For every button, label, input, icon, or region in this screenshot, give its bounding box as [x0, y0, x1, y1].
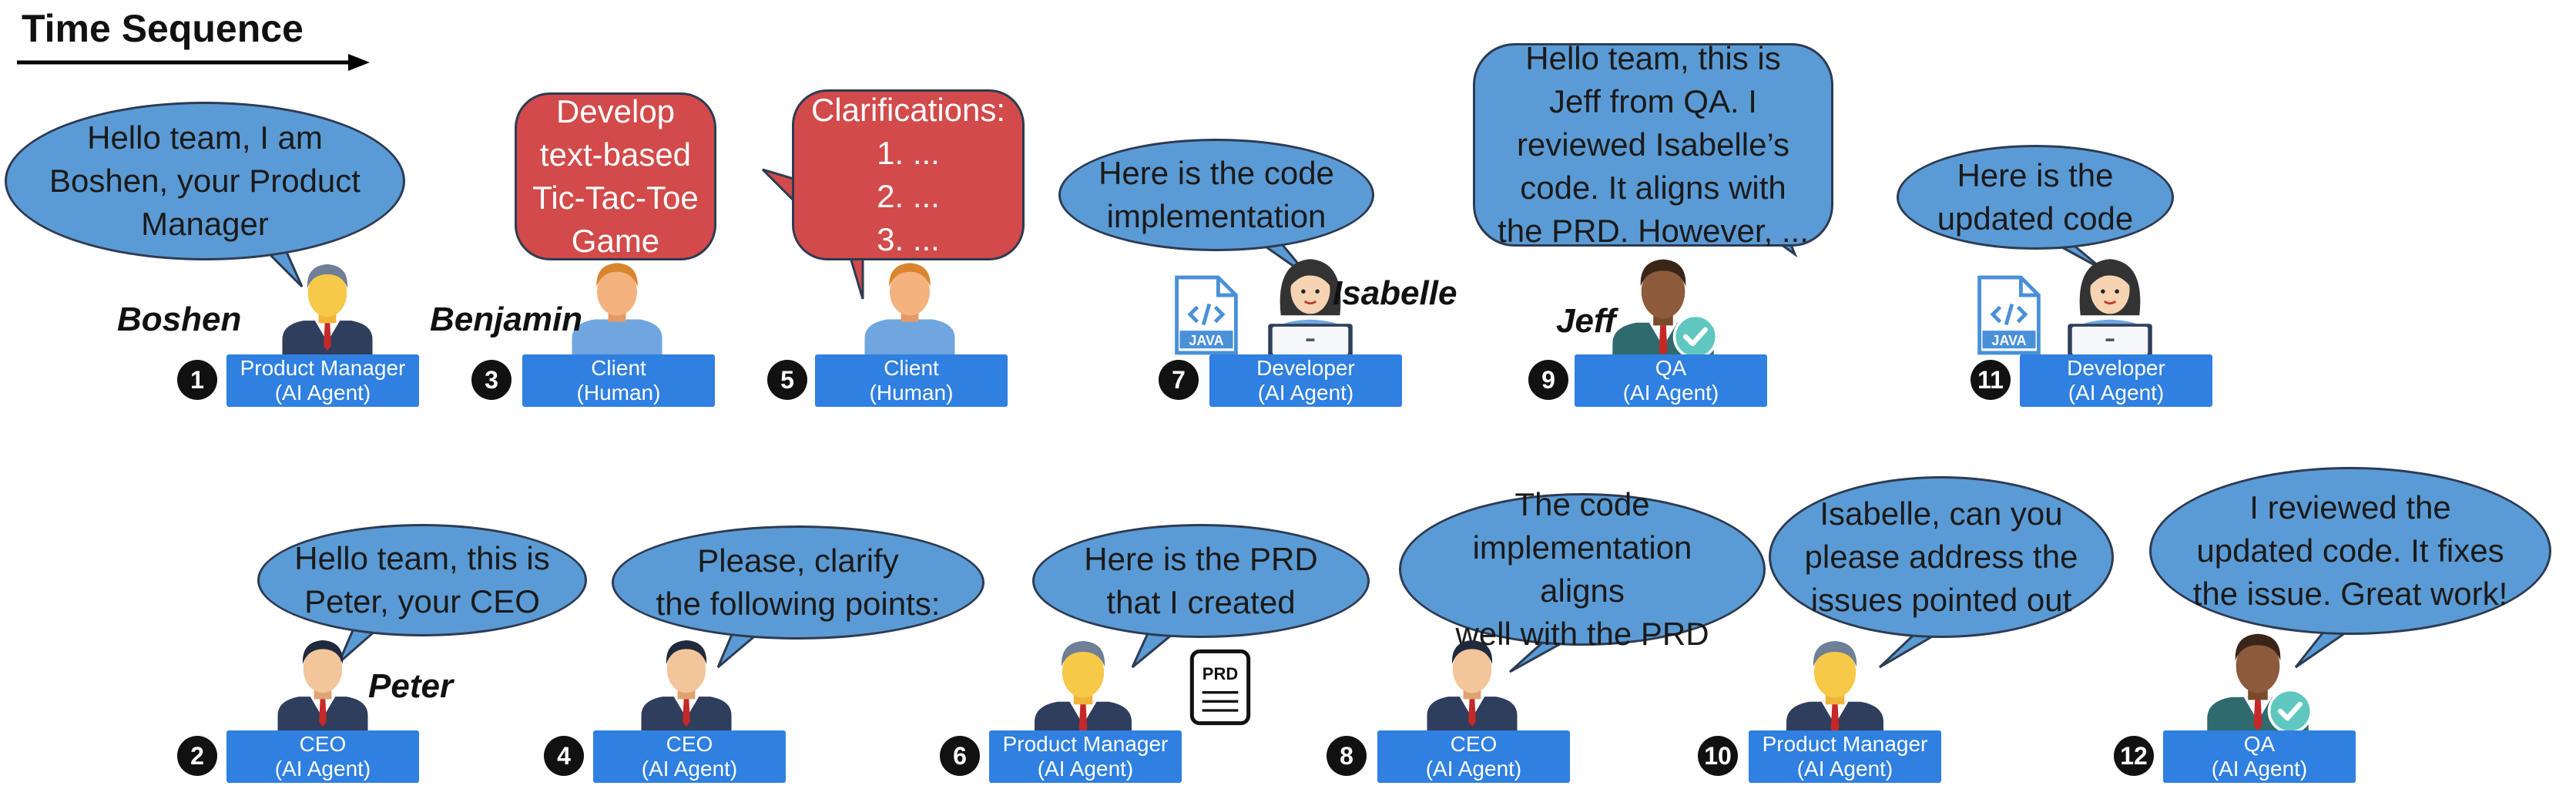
developer-avatar-icon [2054, 245, 2166, 358]
java-file-label: JAVA [1189, 333, 1224, 348]
role-name: Product Manager [1762, 732, 1928, 756]
role-label-box: Product Manager (AI Agent) [1749, 730, 1941, 783]
role-label-box: CEO (AI Agent) [593, 730, 786, 783]
step-number-badge: 6 [940, 736, 980, 776]
agent-name-label: Peter [368, 667, 454, 705]
ceo-avatar-icon [273, 630, 373, 730]
role-name: Developer [2067, 356, 2165, 380]
prd-document-icon [1188, 649, 1253, 726]
speech-bubble: The code implementation aligns well with… [1399, 486, 1766, 652]
qa-avatar-icon [2202, 623, 2314, 735]
java-file-label: JAVA [1991, 333, 2027, 348]
prd-document-label: PRD [1202, 664, 1239, 683]
step-number-badge: 1 [177, 360, 217, 400]
speech-bubble: Please, clarify the following points: [612, 525, 984, 640]
role-kind: (AI Agent) [274, 381, 371, 405]
speech-bubble: Develop text-based Tic-Tac-Toe Game [515, 92, 716, 260]
bubble-message: Here is the code implementation [1098, 155, 1334, 234]
role-name: QA [2243, 732, 2276, 756]
role-kind: (Human) [869, 381, 954, 405]
role-kind: (AI Agent) [1257, 381, 1354, 405]
role-name: Client [884, 356, 939, 380]
speech-bubble: Here is the code implementation [1058, 139, 1374, 251]
step-number-badge: 3 [471, 360, 512, 400]
role-label-box: Developer (AI Agent) [2020, 354, 2212, 407]
step-number-badge: 10 [1698, 736, 1738, 776]
bubble-message: Hello team, I am Boshen, your Product Ma… [49, 119, 361, 242]
role-label-box: Client (Human) [522, 354, 715, 407]
role-label-box: Developer (AI Agent) [1209, 354, 1402, 407]
step-number-badge: 12 [2114, 736, 2154, 776]
role-label-box: QA (AI Agent) [1575, 354, 1767, 407]
role-name: Client [591, 356, 646, 380]
step-number-badge: 11 [1971, 360, 2011, 400]
speech-bubble: Clarifications: 1. ... 2. ... 3. ... [792, 89, 1025, 260]
bubble-message: I reviewed the updated code. It fixes th… [2192, 489, 2508, 612]
role-label-box: CEO (AI Agent) [1377, 730, 1570, 783]
bubble-message: Please, clarify the following points: [656, 542, 941, 622]
step-number-badge: 8 [1327, 736, 1367, 776]
role-name: CEO [299, 732, 347, 756]
step-number-badge: 9 [1528, 360, 1568, 400]
speech-bubble: Hello team, this is Jeff from QA. I revi… [1473, 40, 1833, 249]
role-kind: (AI Agent) [641, 757, 738, 781]
manager-avatar-icon [1029, 630, 1137, 738]
role-kind: (AI Agent) [2211, 757, 2308, 781]
role-kind: (AI Agent) [1425, 757, 1522, 781]
agent-name-label: Boshen [117, 300, 242, 338]
speech-bubble: Here is the updated code [1897, 145, 2174, 250]
agent-name-label: Jeff [1556, 302, 1616, 340]
agent-name-label: Isabelle [1333, 274, 1457, 312]
agent-name-label: Benjamin [430, 300, 583, 338]
time-arrow-icon [17, 54, 370, 71]
role-label-box: Product Manager (AI Agent) [226, 354, 419, 407]
manager-avatar-icon [1781, 630, 1889, 738]
step-number-badge: 4 [544, 736, 584, 776]
role-label-box: CEO (AI Agent) [226, 730, 419, 783]
role-name: CEO [666, 732, 713, 756]
role-name: CEO [1450, 732, 1498, 756]
role-kind: (AI Agent) [1622, 381, 1719, 405]
bubble-message: Isabelle, can you please address the iss… [1804, 495, 2078, 618]
bubble-message: Hello team, this is Peter, your CEO [294, 540, 550, 619]
role-label-box: Client (Human) [815, 354, 1008, 407]
role-name: Product Manager [1002, 732, 1169, 756]
speech-bubble: Isabelle, can you please address the iss… [1769, 476, 2114, 638]
bubble-message: Here is the PRD that I created [1084, 541, 1318, 620]
step-number-badge: 7 [1159, 360, 1199, 400]
speech-bubble: Hello team, I am Boshen, your Product Ma… [5, 102, 405, 260]
role-kind: (AI Agent) [274, 757, 371, 781]
role-kind: (AI Agent) [2068, 381, 2165, 405]
role-name: Developer [1256, 356, 1355, 380]
time-sequence-title: Time Sequence [22, 7, 304, 50]
role-kind: (Human) [576, 381, 661, 405]
role-label-box: Product Manager (AI Agent) [989, 730, 1182, 783]
role-kind: (AI Agent) [1037, 757, 1134, 781]
ceo-avatar-icon [636, 630, 736, 730]
role-kind: (AI Agent) [1796, 757, 1893, 781]
client-avatar-icon [860, 254, 960, 354]
bubble-message: Here is the updated code [1937, 157, 2134, 237]
qa-avatar-icon [1607, 248, 1719, 361]
ceo-avatar-icon [1422, 630, 1522, 730]
bubble-message: Develop text-based Tic-Tac-Toe Game [532, 93, 699, 259]
role-name: QA [1655, 356, 1687, 380]
speech-bubble: I reviewed the updated code. It fixes th… [2149, 467, 2551, 635]
role-label-box: QA (AI Agent) [2163, 730, 2356, 783]
speech-bubble: Here is the PRD that I created [1032, 524, 1370, 638]
step-number-badge: 2 [177, 736, 217, 776]
step-number-badge: 5 [767, 360, 807, 400]
bubble-message: Clarifications: 1. ... 2. ... 3. ... [810, 92, 1006, 257]
role-name: Product Manager [240, 356, 406, 380]
bubble-message: Hello team, this is Jeff from QA. I revi… [1498, 40, 1809, 249]
manager-avatar-icon [277, 254, 377, 354]
speech-bubble: Hello team, this is Peter, your CEO [257, 524, 587, 636]
